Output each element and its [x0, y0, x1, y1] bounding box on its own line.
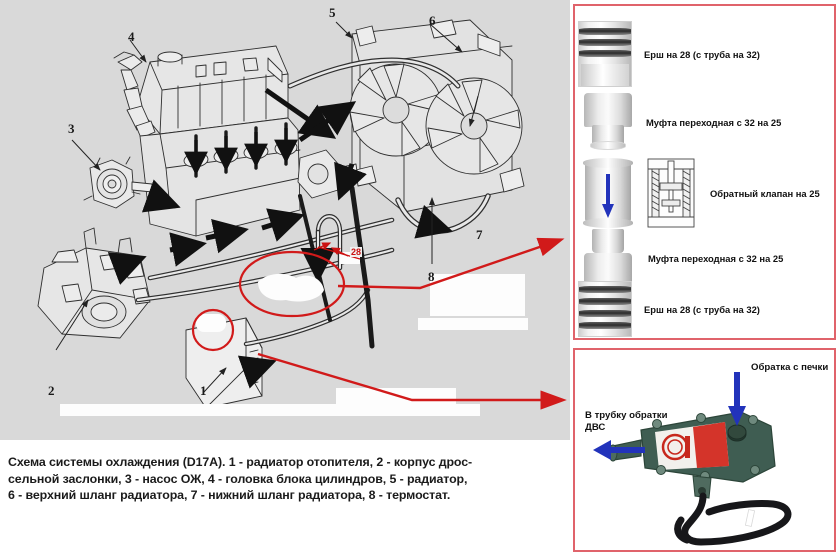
callout-4: 4 [128, 29, 135, 44]
red-highlight-circle [191, 308, 235, 352]
label-to-engine-return-pipe: В трубку обратки ДВС [585, 410, 668, 433]
red-connector-arrow-2 [257, 352, 567, 410]
blue-arrow-down-icon [728, 372, 746, 426]
callout-7: 7 [476, 227, 483, 242]
part-label: Обратный клапан на 25 [710, 187, 820, 199]
reducer-coupling-icon [582, 91, 634, 153]
part-label: Ерш на 28 (с труба на 32) [644, 48, 760, 60]
engine-preheater-panel: Обратка с печки В трубку обратки ДВС [573, 348, 836, 552]
valve-sleeve-icon [582, 156, 634, 230]
barbed-fitting-photo [578, 21, 632, 87]
part-label: Муфта переходная с 32 на 25 [648, 252, 784, 264]
diagram-caption: Схема системы охлаждения (D17A). 1 - рад… [0, 440, 570, 556]
part-row: Ерш на 28 (с труба на 32) [578, 281, 831, 337]
blue-arrow-left-icon [593, 440, 645, 460]
label-return-from-heater: Обратка с печки [751, 362, 829, 373]
callout-1: 1 [200, 383, 207, 398]
part-row: Ерш на 28 (с труба на 32) [578, 21, 831, 87]
dimension-label-28: 28 [350, 247, 363, 257]
callout-2: 2 [48, 383, 55, 398]
part-row: Обратный клапан на 25 [578, 155, 831, 231]
check-valve-section-icon [647, 158, 695, 228]
part-label: Ерш на 28 (с труба на 32) [644, 303, 760, 315]
preheater-photo [593, 372, 792, 546]
barbed-fitting-photo-2 [578, 281, 632, 337]
part-label: Муфта переходная с 32 на 25 [646, 116, 782, 128]
callout-3: 3 [68, 121, 75, 136]
parts-list-panel: Ерш на 28 (с труба на 32) Муфта переходн… [573, 4, 836, 340]
part-row: Муфта переходная с 32 на 25 [578, 227, 831, 289]
cooling-system-diagram: 1 2 3 4 5 6 7 8 28 [0, 0, 570, 440]
caption-text: Схема системы охлаждения (D17A). 1 - рад… [8, 455, 473, 502]
reducer-coupling-icon-2 [582, 227, 634, 289]
callout-8: 8 [428, 269, 435, 284]
callout-6: 6 [429, 13, 436, 28]
diagram-illustration [37, 19, 567, 416]
part-row: Муфта переходная с 32 на 25 [578, 91, 831, 153]
red-connector-arrow [337, 237, 565, 290]
red-highlight-ellipse [238, 250, 346, 318]
callout-5: 5 [329, 5, 336, 20]
blue-flow-arrow-icon [602, 174, 614, 218]
